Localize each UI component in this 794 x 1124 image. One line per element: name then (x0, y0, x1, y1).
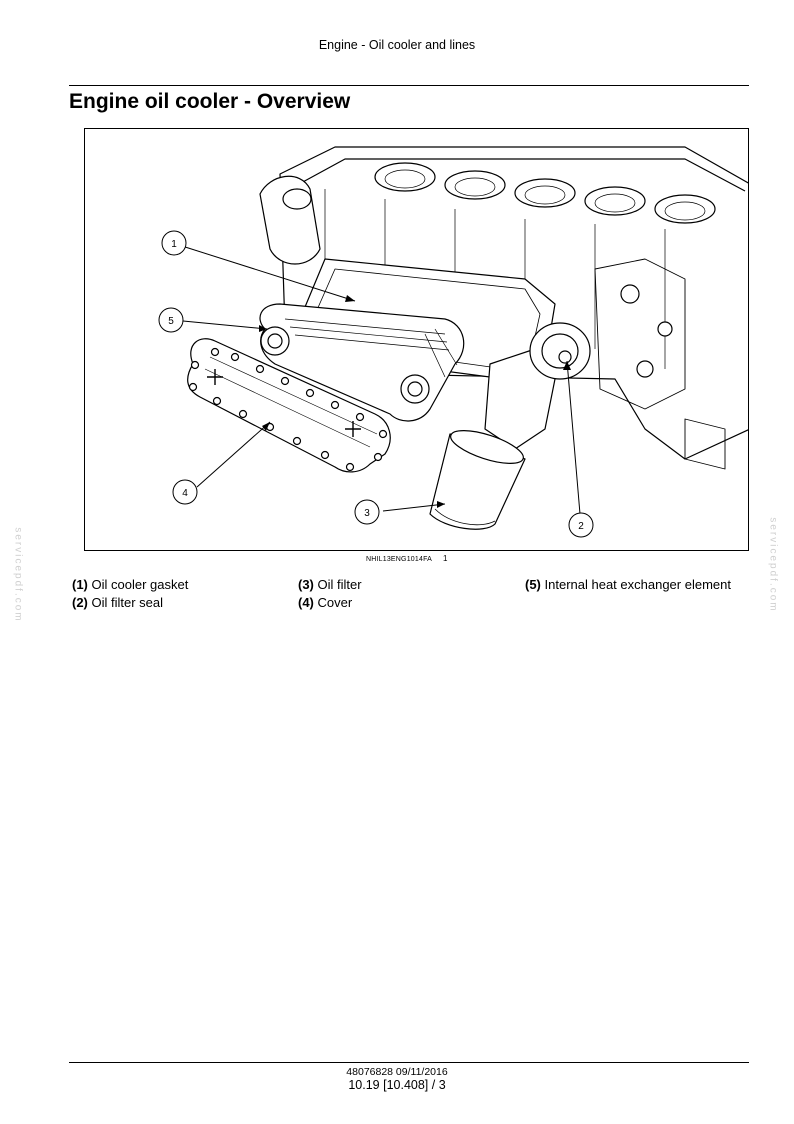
svg-text:5: 5 (168, 316, 174, 327)
engine-illustration: 1 5 4 3 2 (158, 146, 748, 538)
leader-line (382, 503, 446, 512)
legend-item: (5) Internal heat exchanger element (525, 577, 731, 592)
legend-label: Internal heat exchanger element (544, 577, 731, 592)
legend-label: Cover (317, 595, 353, 610)
exchanger-port (400, 374, 430, 404)
legend-number: (4) (298, 595, 314, 610)
cylinder-bore (374, 162, 436, 192)
legend-item: (3) Oil filter (298, 577, 362, 592)
legend-number: (2) (72, 595, 88, 610)
figure-number: 1 (443, 554, 448, 563)
callout-3: 3 (354, 499, 380, 525)
svg-text:2: 2 (578, 521, 584, 532)
legend-label: Oil filter (317, 577, 362, 592)
callout-1: 1 (161, 230, 187, 256)
svg-text:4: 4 (182, 488, 188, 499)
header-rule (69, 85, 749, 86)
legend-item: (4) Cover (298, 595, 352, 610)
cylinder-bore (444, 170, 506, 200)
oil-filter-seal (558, 350, 572, 364)
legend-item: (2) Oil filter seal (72, 595, 163, 610)
legend-number: (3) (298, 577, 314, 592)
coolant-elbow (259, 175, 321, 265)
leader-line (182, 320, 268, 330)
page-title: Engine oil cooler - Overview (69, 90, 351, 113)
footer-page-ref: 10.19 [10.408] / 3 (348, 1078, 446, 1092)
callout-2: 2 (568, 512, 594, 538)
footer-rule (69, 1062, 749, 1063)
cylinder-bore (514, 178, 576, 208)
callout-4: 4 (172, 479, 198, 505)
figure-code: NHIL13ENG1014FA (366, 556, 433, 563)
engine-oil-cooler-figure: 1 5 4 3 2 (84, 128, 749, 551)
footer-doc-ref: 48076828 09/11/2016 (346, 1066, 448, 1078)
legend-number: (5) (525, 577, 541, 592)
legend-number: (1) (72, 577, 88, 592)
callout-5: 5 (158, 307, 184, 333)
leader-line (196, 421, 271, 488)
cylinder-bore (654, 194, 716, 224)
exchanger-port (260, 326, 290, 356)
leader-line (181, 245, 356, 302)
running-header: Engine - Oil cooler and lines (318, 38, 476, 52)
cylinder-bore (584, 186, 646, 216)
watermark-left: servicepdf.com (12, 527, 24, 623)
watermark-right: servicepdf.com (767, 517, 779, 613)
legend-item: (1) Oil cooler gasket (72, 577, 188, 592)
legend-label: Oil filter seal (91, 595, 164, 610)
legend-label: Oil cooler gasket (91, 577, 189, 592)
filter-seal-housing (529, 322, 591, 380)
cover-bolts (188, 347, 388, 472)
leader-line (566, 360, 581, 515)
svg-text:1: 1 (171, 239, 177, 250)
svg-text:3: 3 (364, 508, 370, 519)
